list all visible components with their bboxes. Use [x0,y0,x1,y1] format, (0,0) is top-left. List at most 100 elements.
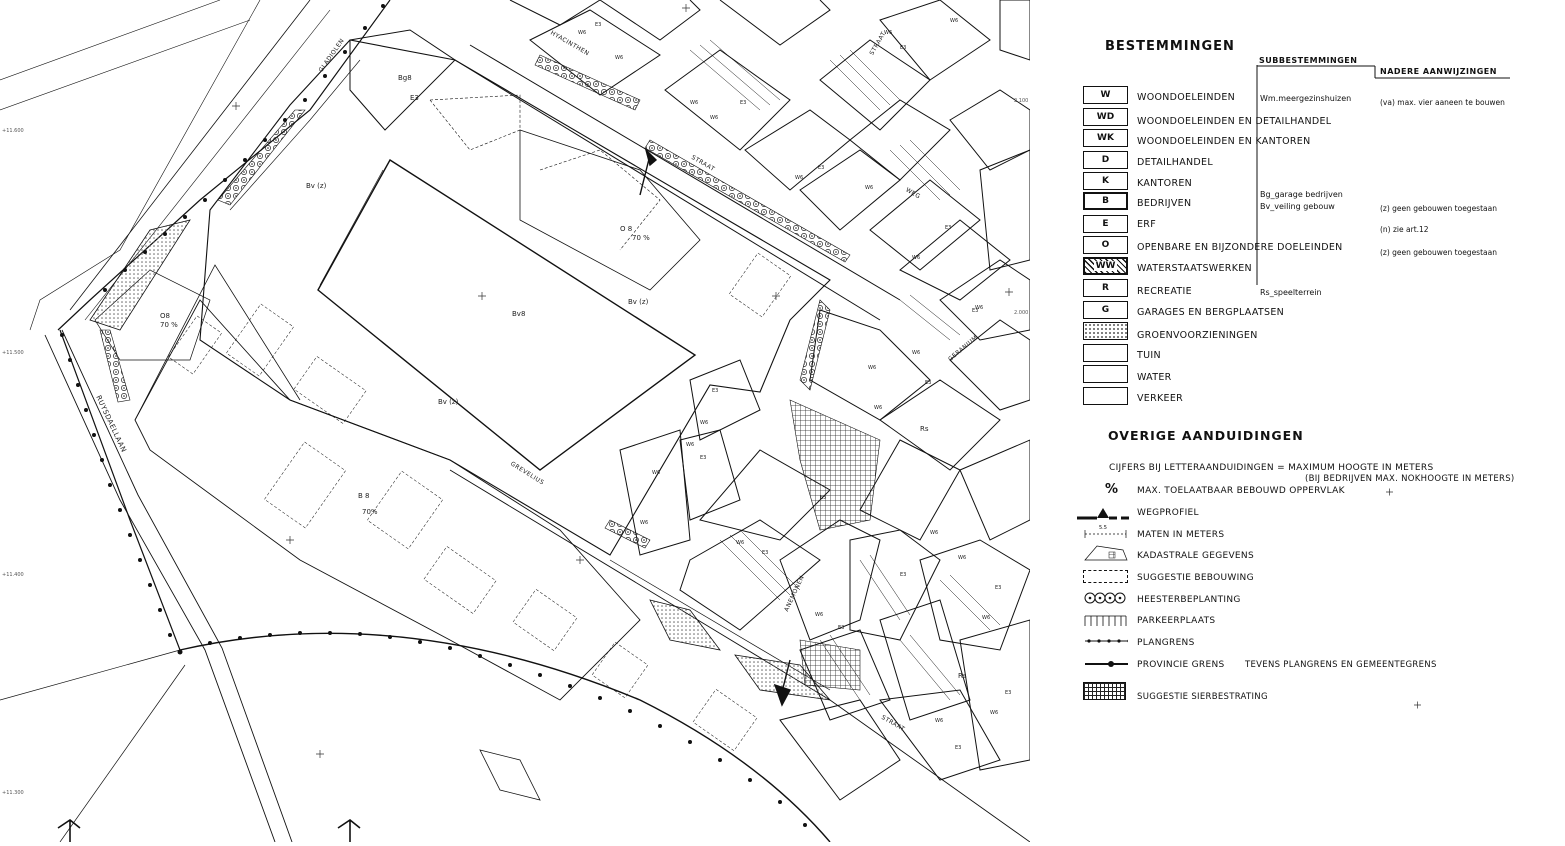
legend-label-plangrens: PLANGRENS [1137,638,1195,648]
legend-label-suggestie: SUGGESTIE BEBOUWING [1137,573,1254,583]
legend-swatch-o: O [1083,236,1128,254]
legend-nader-b: (z) geen gebouwen toegestaan [1380,204,1497,213]
house-zone-label: W6 [865,185,874,191]
percent-symbol: % [1105,482,1119,497]
erf-zone-label: E3 [945,225,952,231]
legend-label-wd: WOONDOELEINDEN EN DETAILHANDEL [1137,116,1332,127]
erf-zone-label: E3 [595,22,602,28]
erf-zone-label: E3 [762,550,769,556]
house-zone-label: W6 [690,100,699,106]
legend-sub-rs: Rs_speelterrein [1260,288,1322,297]
grid-reference: 2.000 [1014,310,1029,316]
zone-label-rs2: Rs [958,672,967,680]
house-zone-label: W6 [958,555,967,561]
erf-zone-label: E3 [740,100,747,106]
legend-label-sier: SUGGESTIE SIERBESTRATING [1137,692,1268,702]
zoning-map-drawing [0,0,1031,843]
zone-label-pct-b8: 70% [362,508,378,516]
erf-zone-label: E3 [818,165,825,171]
legend-swatch-g: G [1083,301,1128,319]
legend-label-wk: WOONDOELEINDEN EN KANTOREN [1137,136,1311,147]
legend-label-provincie: PROVINCIE GRENS [1137,660,1225,670]
house-zone-label: W6 [652,470,661,476]
legend-swatch-k: K [1083,172,1128,190]
zone-label-bvz-low: Bv (z) [438,398,459,406]
zone-label-o8-left: O8 [160,312,170,320]
house-zone-label: W6 [815,612,824,618]
legend-label-water: WATER [1137,372,1172,383]
legend-sub-bv: Bv_veiling gebouw [1260,202,1335,211]
grid-reference: +11.500 [2,350,24,356]
plangrens-symbol [1085,639,1128,643]
legend-label-g: GARAGES EN BERGPLAATSEN [1137,307,1285,318]
parkeer-symbol [1084,615,1127,626]
zone-label-bg8: Bg8 [398,74,412,82]
house-zone-label: W6 [982,615,991,621]
erf-zone-label: E3 [900,572,907,578]
erf-zone-label: E3 [820,495,827,501]
sierbestrating-symbol [1083,682,1126,700]
grid-reference: 2.100 [1014,98,1029,104]
legend-label-e: ERF [1137,219,1156,230]
legend-swatch-d: D [1083,151,1128,169]
legend-swatch-ww-code: WW [1093,261,1118,271]
legend-nader-d: (z) geen gebouwen toegestaan [1380,248,1497,257]
house-zone-label: W6 [975,305,984,311]
legend-cijfers-line2: (BIJ BEDRIJVEN MAX. NOKHOOGTE IN METERS) [1305,474,1515,484]
maten-sample: 5.5 [1099,525,1107,531]
legend-label-k: KANTOREN [1137,178,1193,189]
legend-swatch-tuin [1083,344,1128,362]
legend-swatch-verkeer [1083,387,1128,405]
legend-swatch-wd: WD [1083,108,1128,126]
legend-label-percent: MAX. TOELAATBAAR BEBOUWD OPPERVLAK [1137,486,1345,496]
erf-zone-label: E3 [925,380,932,386]
legend-label-o: OPENBARE EN BIJZONDERE DOELEINDEN [1137,242,1343,253]
map-legend: BESTEMMINGEN SUBBESTEMMINGEN NADERE AANW… [1075,30,1555,820]
legend-heading: BESTEMMINGEN [1105,39,1235,54]
zone-label-bv8: Bv8 [512,310,526,318]
legend-label-groen: GROENVOORZIENINGEN [1137,330,1258,341]
zone-label-o8-top: O 8 [620,225,633,233]
suggestie-symbol [1083,570,1128,583]
legend-crosses [1386,488,1421,709]
house-zone-label: W6 [615,55,624,61]
provincie-symbol [1085,661,1128,667]
legend-sub-bg: Bg_garage bedrijven [1260,190,1343,199]
house-zone-label: W6 [884,30,893,36]
legend-col-nader: NADERE AANWIJZINGEN [1380,67,1497,76]
legend-col-sub: SUBBESTEMMINGEN [1259,56,1358,65]
house-zone-label: W6 [640,520,649,526]
zoning-map[interactable]: GLADIOLEN HYACINTHEN STRAAT WEG STRAAT G… [0,0,1031,843]
maten-symbol [1084,530,1127,538]
erf-zone-label: E3 [700,455,707,461]
erf-zone-label: E3 [900,45,907,51]
erf-zone-label: E3 [838,625,845,631]
house-zone-label: W6 [874,405,883,411]
legend-label-heester: HEESTERBEPLANTING [1137,595,1241,605]
legend-nader-c: (n) zie art.12 [1380,225,1429,234]
house-zone-label: W6 [930,530,939,536]
legend-swatch-groen [1083,322,1128,340]
legend-swatch-e: E [1083,215,1128,233]
house-zone-label: W6 [990,710,999,716]
legend-sub-wm: Wm.meergezinshuizen [1260,94,1352,103]
legend-label-d: DETAILHANDEL [1137,157,1213,168]
zone-label-pct-top: 70 % [632,234,650,242]
kadaster-symbol [1084,545,1128,561]
zone-label-bvz-mid: Bv (z) [628,298,649,306]
legend-label-w: WOONDOELEINDEN [1137,92,1236,103]
house-zone-label: W6 [868,365,877,371]
legend-swatch-w: W [1083,86,1128,104]
erf-zone-label: E3 [712,388,719,394]
legend-swatch-b: B [1083,192,1128,210]
house-zone-label: W6 [700,420,709,426]
legend-label-verkeer: VERKEER [1137,393,1184,404]
legend-label-kadaster: KADASTRALE GEGEVENS [1137,551,1254,561]
zone-label-rs: Rs [920,425,929,433]
erf-zone-label: E3 [995,585,1002,591]
zone-label-bv-top: Bv (z) [306,182,327,190]
wegprofiel-symbol [1077,508,1129,520]
house-zone-label: W6 [686,442,695,448]
heester-symbol [1084,592,1126,604]
legend-overige-heading: OVERIGE AANDUIDINGEN [1108,428,1304,443]
